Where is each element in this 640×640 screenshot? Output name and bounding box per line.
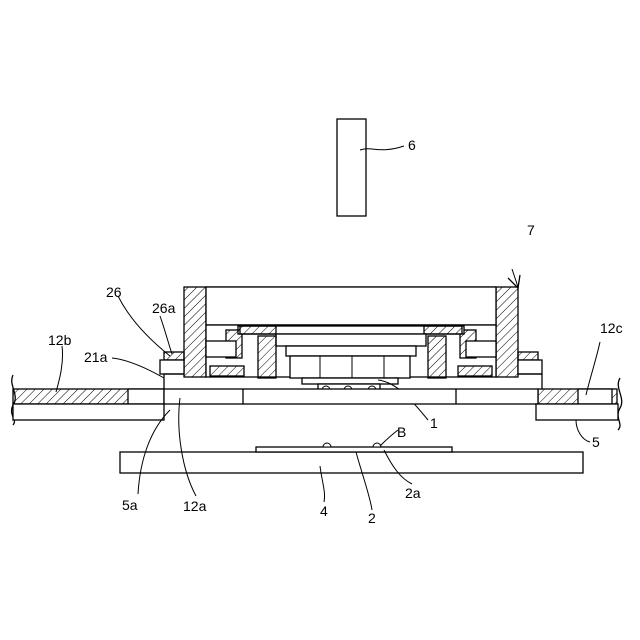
inner-mechanism — [206, 325, 496, 378]
label-12a: 12a — [183, 498, 207, 514]
label-26: 26 — [106, 284, 122, 300]
label-12b: 12b — [48, 332, 72, 348]
component-4-board — [120, 452, 583, 473]
component-6 — [337, 119, 404, 216]
label-7: 7 — [527, 222, 535, 238]
label-21a: 21a — [84, 349, 108, 365]
label-26a: 26a — [152, 300, 176, 316]
component-5-base — [13, 404, 618, 420]
label-B: B — [397, 424, 406, 440]
label-5: 5 — [592, 434, 600, 450]
label-5a: 5a — [122, 497, 138, 513]
label-12c: 12c — [600, 320, 623, 336]
label-1: 1 — [430, 415, 438, 431]
label-2a: 2a — [405, 485, 421, 501]
label-6: 6 — [408, 137, 416, 153]
label-2: 2 — [368, 510, 376, 526]
component-2-chip — [256, 443, 452, 452]
label-4: 4 — [320, 503, 328, 519]
